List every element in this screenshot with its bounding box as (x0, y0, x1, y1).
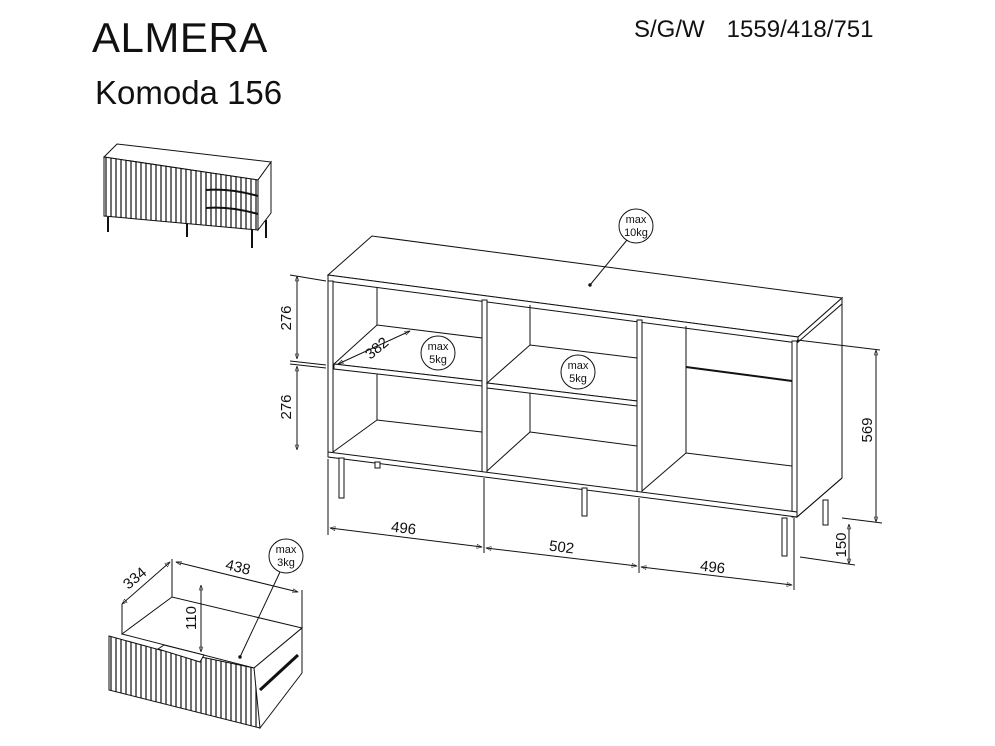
middle-width-dimension: 502 (548, 538, 575, 558)
main-carcass-drawing (289, 208, 883, 590)
drawer-load-label-1: max (276, 544, 297, 556)
middle-shelf-load-label-2: 5kg (569, 373, 587, 385)
drawer-width-dimension: 438 (224, 557, 252, 579)
left-shelf-load-label-1: max (428, 341, 449, 353)
drawer-depth-dimension: 334 (120, 564, 150, 593)
thumbnail-sideboard (102, 143, 272, 248)
left-shelf-load-label-2: 5kg (429, 354, 447, 366)
leg-height-dimension: 150 (833, 532, 850, 557)
middle-shelf-load-label-1: max (568, 360, 589, 372)
drawer-drawing (108, 538, 304, 730)
upper-height-dimension: 276 (278, 305, 295, 330)
drawer-load-label-2: 3kg (277, 557, 295, 569)
right-width-dimension: 496 (699, 558, 726, 578)
top-load-label-1: max (626, 214, 647, 226)
dimension-code: S/G/W (634, 16, 705, 43)
lower-height-dimension: 276 (278, 394, 295, 419)
dimension-values: 1559/418/751 (726, 16, 874, 43)
left-width-dimension: 496 (390, 519, 417, 539)
overall-dimensions: S/G/W 1559/418/751 (634, 16, 873, 44)
product-subtitle: Komoda 156 (95, 74, 283, 111)
top-load-label-2: 10kg (624, 227, 648, 239)
product-title: ALMERA (92, 14, 268, 61)
body-height-dimension: 569 (859, 417, 876, 442)
drawer-height-dimension: 110 (183, 606, 200, 630)
